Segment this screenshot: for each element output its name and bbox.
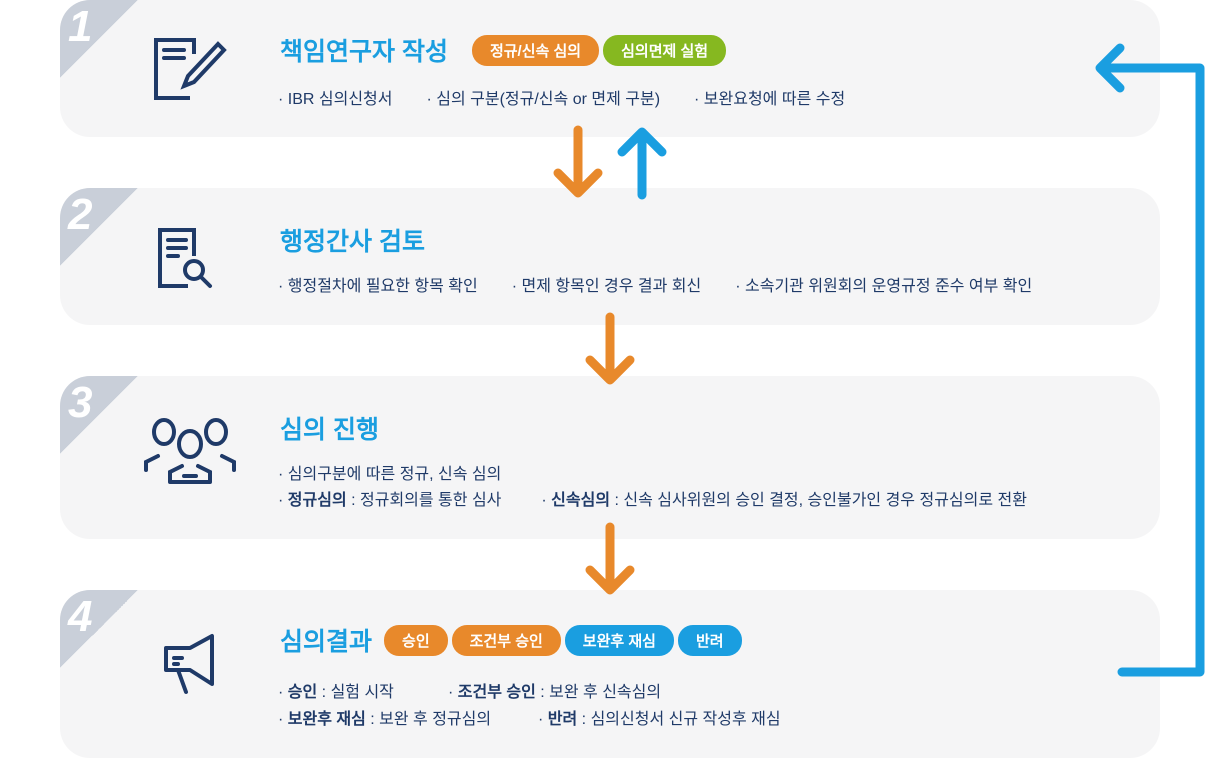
badge-rejected: 반려 [677,624,742,656]
list-item: · 보완후 재심 : 보완 후 정규심의 [278,711,492,728]
arrow-down-icon [585,312,635,385]
badge-conditional: 조건부 승인 [451,624,561,656]
badge-approved: 승인 [384,624,448,656]
step-1-card: 1 책임연구자 작성 정규/신속 심의 심의면제 실험 · IBR 심의신청서 … [60,0,1160,137]
list-item: · 보완요청에 따른 수정 [694,91,846,108]
badge-resubmit: 보완후 재심 [564,624,674,656]
list-item: · 면제 항목인 경우 결과 회신 [511,278,702,295]
step-title: 책임연구자 작성 [280,38,448,66]
step-title: 심의 진행 [280,416,379,444]
step-number: 2 [60,188,138,266]
list-item: · 반려 : 심의신청서 신규 작성후 재심 [538,711,781,728]
step-number: 4 [60,590,138,668]
megaphone-icon [164,634,214,694]
arrow-up-icon [617,127,667,200]
document-pencil-icon [154,38,227,100]
list-item: · 신속심의 : 신속 심사위원의 승인 결정, 승인불가인 경우 정규심의로 … [541,492,1027,509]
arrow-down-icon [553,125,603,198]
list-item: · 심의구분에 따른 정규, 신속 심의 [278,466,502,483]
list-item: · 조건부 승인 : 보완 후 신속심의 [448,684,662,701]
return-arrow-icon [1095,43,1205,677]
document-search-icon [158,228,212,288]
step-number: 1 [60,0,138,78]
badge-regular: 정규/신속 심의 [471,34,600,66]
step-title: 행정간사 검토 [280,228,425,256]
badge-exempt: 심의면제 실험 [603,34,727,66]
step-4-card: 4 심의결과 승인 조건부 승인 보완후 재심 반려 · 승인 : 실험 시작 … [60,590,1160,758]
list-item: · 정규심의 : 정규회의를 통한 심사 [278,492,502,509]
list-item: · 승인 : 실험 시작 [278,684,394,701]
step-number: 3 [60,376,138,454]
step-title: 심의결과 [280,628,373,656]
users-group-icon [144,418,236,484]
step-2-card: 2 행정간사 검토 · 행정절차에 필요한 항목 확인 · 면제 항목인 경우 … [60,188,1160,325]
step-3-card: 3 심의 진행 · 심의구분에 따른 정규, 신속 심의 · 정규심의 : 정규… [60,376,1160,539]
list-item: · 행정절차에 필요한 항목 확인 [278,278,478,295]
arrow-down-icon [585,522,635,595]
list-item: · 소속기관 위원회의 운영규정 준수 여부 확인 [735,278,1033,295]
list-item: · IBR 심의신청서 [278,91,393,108]
list-item: · 심의 구분(정규/신속 or 면제 구분) [426,91,661,108]
